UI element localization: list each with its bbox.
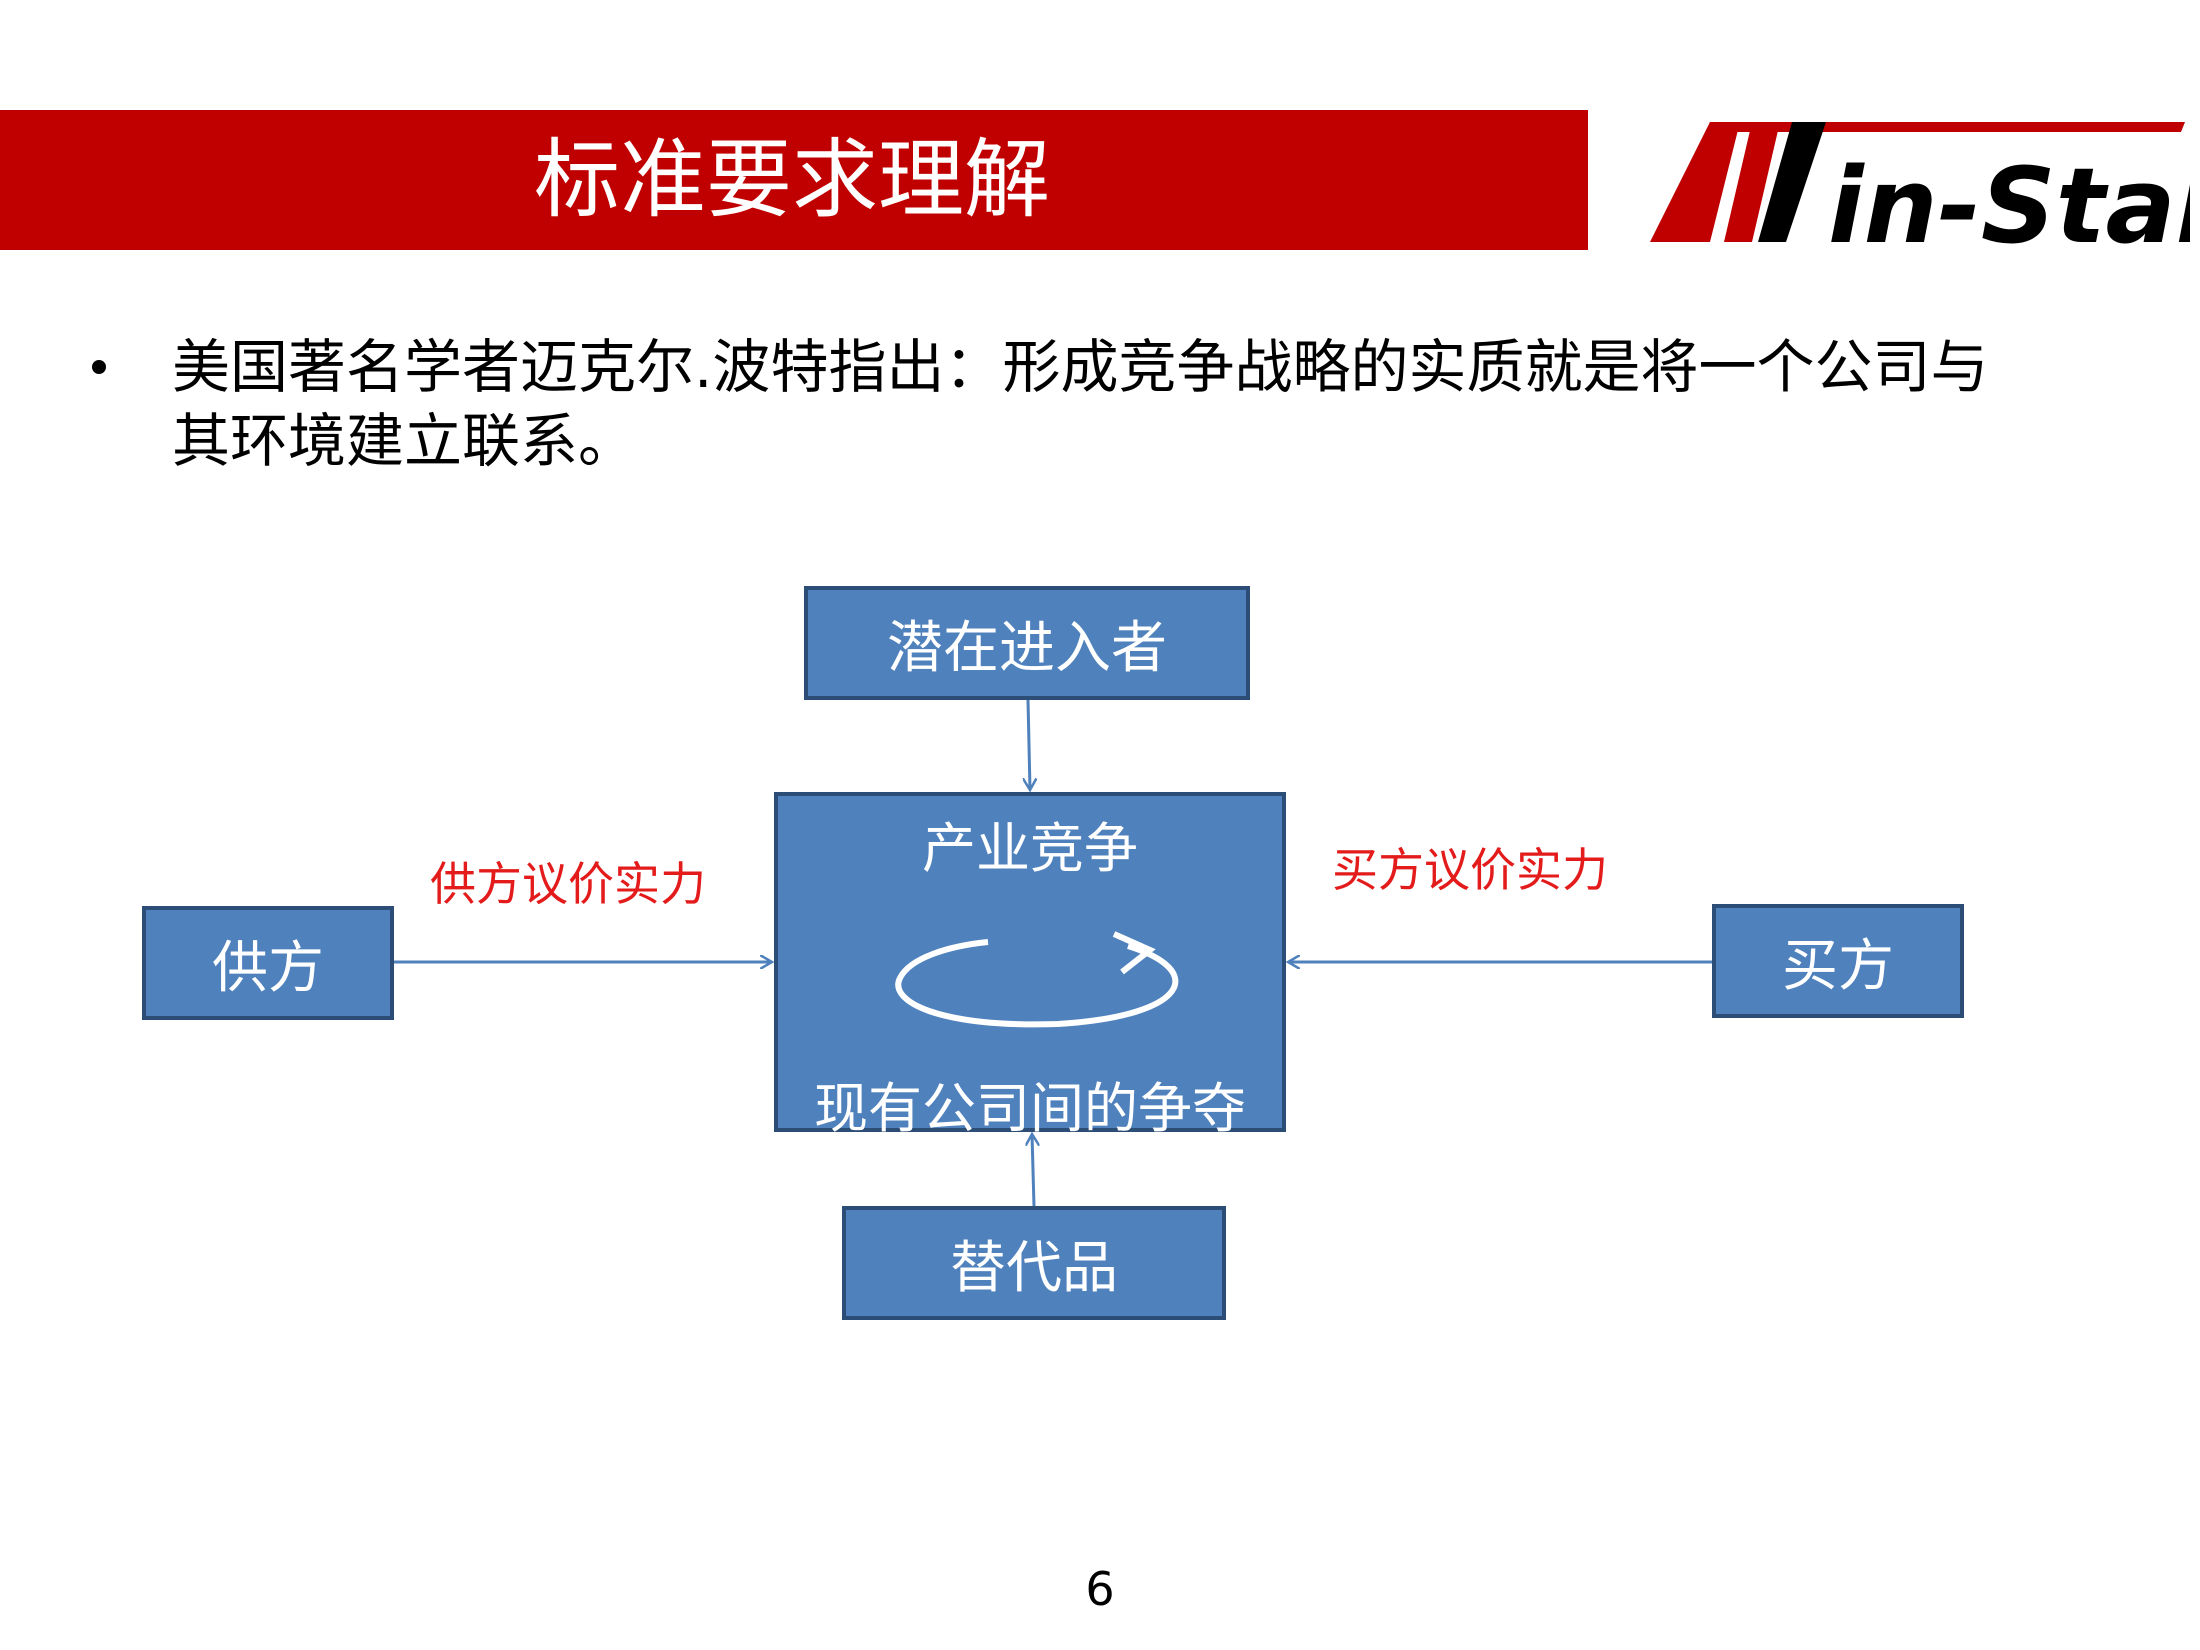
bullet-marker [92, 360, 106, 374]
svg-text:in-Star: in-Star [1828, 145, 2190, 260]
arrow-entrants-to-center [1028, 699, 1030, 790]
node-potential-entrants: 潜在进入者 [804, 586, 1250, 700]
center-title: 产业竞争 [922, 817, 1138, 880]
win-star-logo: in-Star [1650, 122, 2190, 260]
node-supplier: 供方 [142, 906, 394, 1020]
node-substitutes: 替代品 [842, 1206, 1226, 1320]
slide-title: 标准要求理解 [534, 130, 1050, 230]
page-number: 6 [1085, 1562, 1115, 1616]
cycle-arrow-icon [895, 931, 1179, 1028]
label-buyer-power: 买方议价实力 [1332, 843, 1608, 897]
arrow-substitutes-to-center [1032, 1134, 1034, 1207]
label-supplier-power: 供方议价实力 [430, 857, 706, 911]
node-buyer: 买方 [1712, 904, 1964, 1018]
title-banner [0, 110, 1588, 250]
center-caption: 现有公司间的争夺 [814, 1077, 1246, 1140]
node-industry-competition: 产业竞争 现有公司间的争夺 [774, 792, 1286, 1140]
bullet-text: 美国著名学者迈克尔.波特指出：形成竞争战略的实质就是将一个公司与其环境建立联系。 [172, 333, 1989, 475]
